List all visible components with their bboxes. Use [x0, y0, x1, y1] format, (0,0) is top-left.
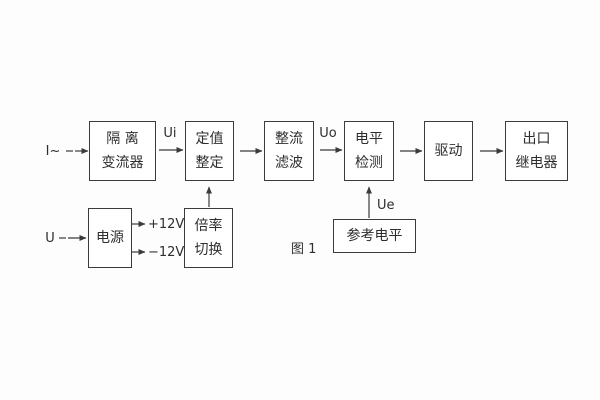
block-label-line: 继电器 [515, 155, 558, 171]
block-label-line: 整定 [195, 155, 224, 171]
label-input-current: I~ [45, 144, 61, 159]
label-signal-ui: Ui [163, 126, 177, 141]
block-label-line: 倍率 [194, 218, 223, 234]
block-label-line: 参考电平 [346, 228, 403, 244]
block-reference-level: 参考电平 [333, 219, 416, 253]
block-ratio-switch: 倍率 切换 [184, 208, 233, 268]
block-label-line: 电平 [355, 131, 383, 147]
label-input-voltage: U [45, 231, 55, 246]
label-minus-12v: −12V [148, 245, 185, 260]
figure-caption: 图 1 [291, 242, 317, 257]
block-driver: 驱动 [424, 121, 473, 181]
block-label-line: 检测 [355, 155, 383, 171]
label-signal-ue: Ue [377, 198, 395, 213]
block-rectifier-filter: 整流 滤波 [264, 121, 314, 181]
block-isolation-transformer: 隔 离 变流器 [89, 121, 156, 181]
label-signal-uo: Uo [319, 126, 337, 141]
label-plus-12v: +12V [148, 217, 185, 232]
block-label-line: 滤波 [275, 155, 303, 171]
block-output-relay: 出口 继电器 [505, 121, 568, 181]
block-label-line: 整流 [275, 131, 303, 147]
block-label-line: 驱动 [434, 143, 463, 159]
block-label-line: 出口 [522, 131, 551, 147]
block-power-supply: 电源 [88, 208, 132, 268]
block-label-line: 变流器 [101, 155, 144, 171]
block-label-line: 隔 离 [106, 131, 139, 147]
block-setpoint-adjust: 定值 整定 [185, 121, 234, 181]
block-label-line: 切换 [194, 242, 223, 258]
block-label-line: 电源 [96, 230, 124, 246]
block-label-line: 定值 [195, 131, 224, 147]
block-level-detector: 电平 检测 [344, 121, 394, 181]
